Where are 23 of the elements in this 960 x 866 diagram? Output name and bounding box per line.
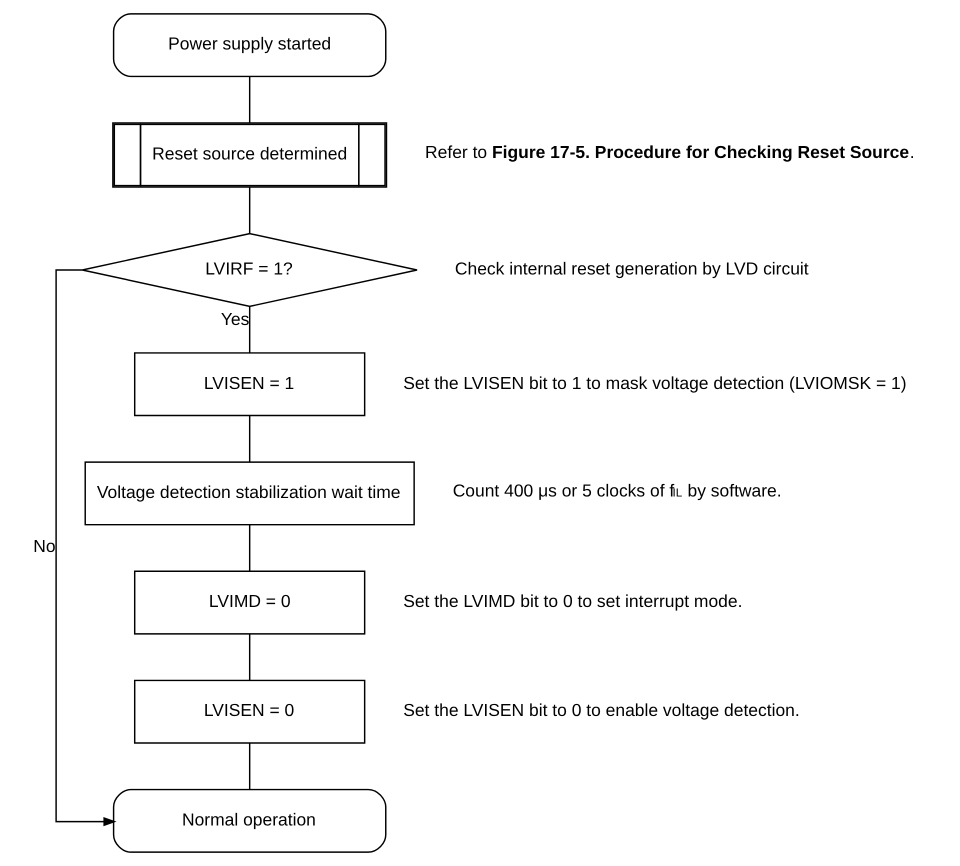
connector xyxy=(248,76,250,123)
node-box: LVISEN = 0 xyxy=(134,680,366,744)
node-label: Set the LVISEN bit to 0 to enable voltage detection. xyxy=(403,700,800,720)
node-label: Check internal reset generation by LVD circuit xyxy=(454,258,809,279)
connector xyxy=(248,743,250,790)
node-diamond: LVIRF = 1? xyxy=(82,232,418,308)
node-box: Power supply started xyxy=(112,13,386,78)
edge-label: No xyxy=(33,536,56,556)
node-label: Set the LVIMD bit to 0 to set interrupt mode. xyxy=(403,591,742,612)
connector xyxy=(248,634,250,680)
node-label: Refer to Figure 17-5. Procedure for Checking Reset Source. xyxy=(425,142,915,162)
arrow xyxy=(55,269,117,826)
node-label: Count 400 μs or 5 clocks of fIL by software. xyxy=(452,480,782,500)
edge-label: Yes xyxy=(220,308,250,329)
node-box: LVISEN = 1 xyxy=(134,352,366,416)
node-box: Voltage detection stabilization wait time xyxy=(84,461,415,526)
connector xyxy=(248,306,250,353)
node-box: LVIMD = 0 xyxy=(134,570,366,635)
connector xyxy=(248,187,250,234)
connector xyxy=(248,416,250,462)
node-label: Set the LVISEN bit to 1 to mask voltage detection (LVIOMSK = 1) xyxy=(403,372,907,393)
node-box: Normal operation xyxy=(112,788,386,853)
connector xyxy=(248,524,250,572)
